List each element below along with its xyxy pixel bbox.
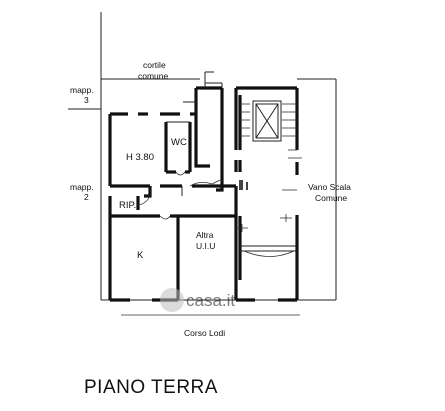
elevator-shaft (252, 100, 282, 142)
mapp3-number: 3 (84, 95, 89, 105)
stair-steps (236, 103, 302, 232)
room-wc-label: WC (171, 137, 187, 148)
other-unit-label: Altra (196, 230, 214, 240)
outer-walls (108, 112, 196, 302)
wc-walls (164, 121, 192, 174)
courtyard-label-2: comune (138, 71, 169, 81)
door-swings (137, 171, 221, 220)
mapp2-number: 2 (84, 192, 89, 202)
casa-watermark: casa.it (160, 288, 235, 312)
stairwell-label-2: Comune (315, 193, 347, 203)
hatch-marks (239, 180, 248, 190)
mapp2-label: mapp. (70, 182, 94, 192)
room-rip-label: RIP. (119, 200, 136, 211)
mapp3-label: mapp. (70, 85, 94, 95)
street-label: Corso Lodi (184, 328, 225, 338)
room-k-label: K (137, 250, 144, 261)
stairwell-label: Vano Scala (308, 182, 351, 192)
corridor-walls (183, 71, 224, 192)
stair-arc (243, 250, 295, 257)
room-h-label: H 3.80 (126, 152, 154, 163)
svg-text:casa.it: casa.it (186, 291, 235, 310)
floor-title: PIANO TERRA (84, 377, 218, 398)
courtyard-label: cortile (143, 60, 166, 70)
other-unit-label-2: U.I.U (196, 241, 215, 251)
